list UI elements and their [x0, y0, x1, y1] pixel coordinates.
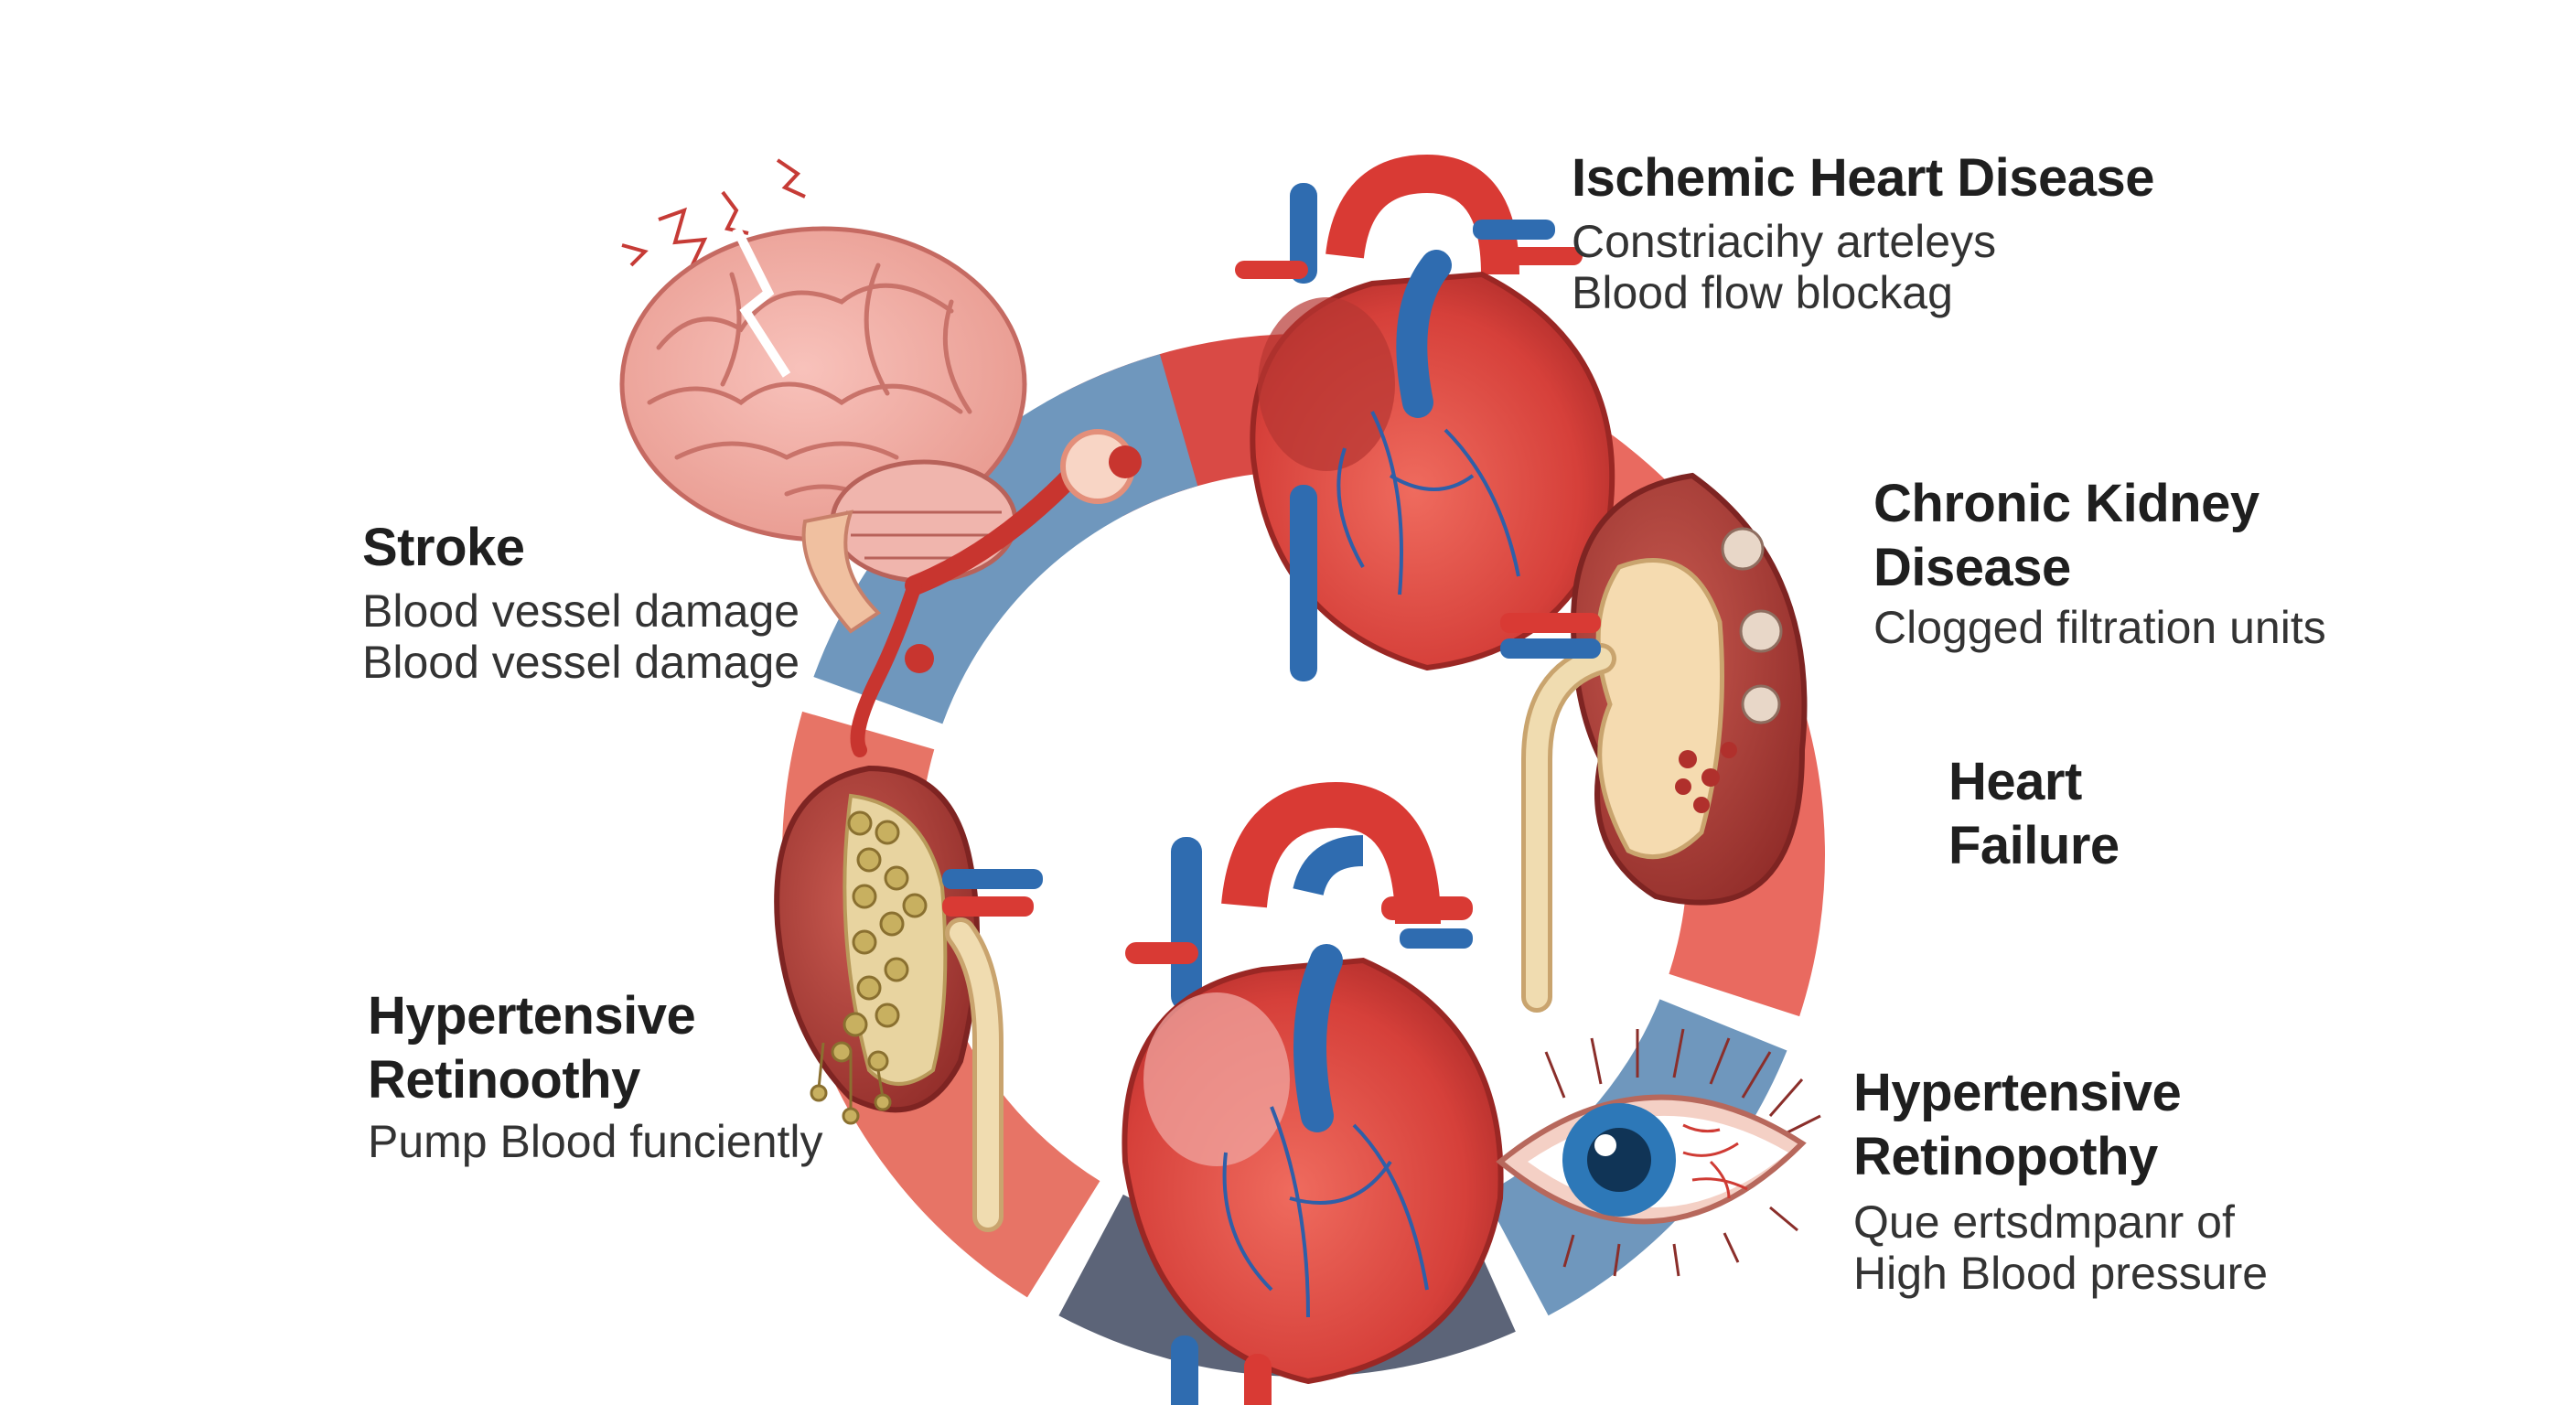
- label-ischemic-heart-disease: Ischemic Heart Disease Constriacihy arte…: [1572, 146, 2155, 318]
- heart-icon: [1235, 154, 1615, 681]
- kidney-icon: [1500, 472, 1808, 1013]
- condition-description: Clogged filtration units: [1873, 602, 2326, 653]
- condition-title: Stroke: [362, 518, 525, 577]
- kidney-icon: [774, 765, 1043, 1232]
- brain-icon: [619, 158, 1142, 757]
- heart-icon: [1122, 781, 1504, 1405]
- eye-icon: [1496, 1028, 1821, 1277]
- condition-title: Ischemic Heart Disease: [1572, 148, 2155, 208]
- condition-description: Pump Blood funciently: [368, 1116, 823, 1167]
